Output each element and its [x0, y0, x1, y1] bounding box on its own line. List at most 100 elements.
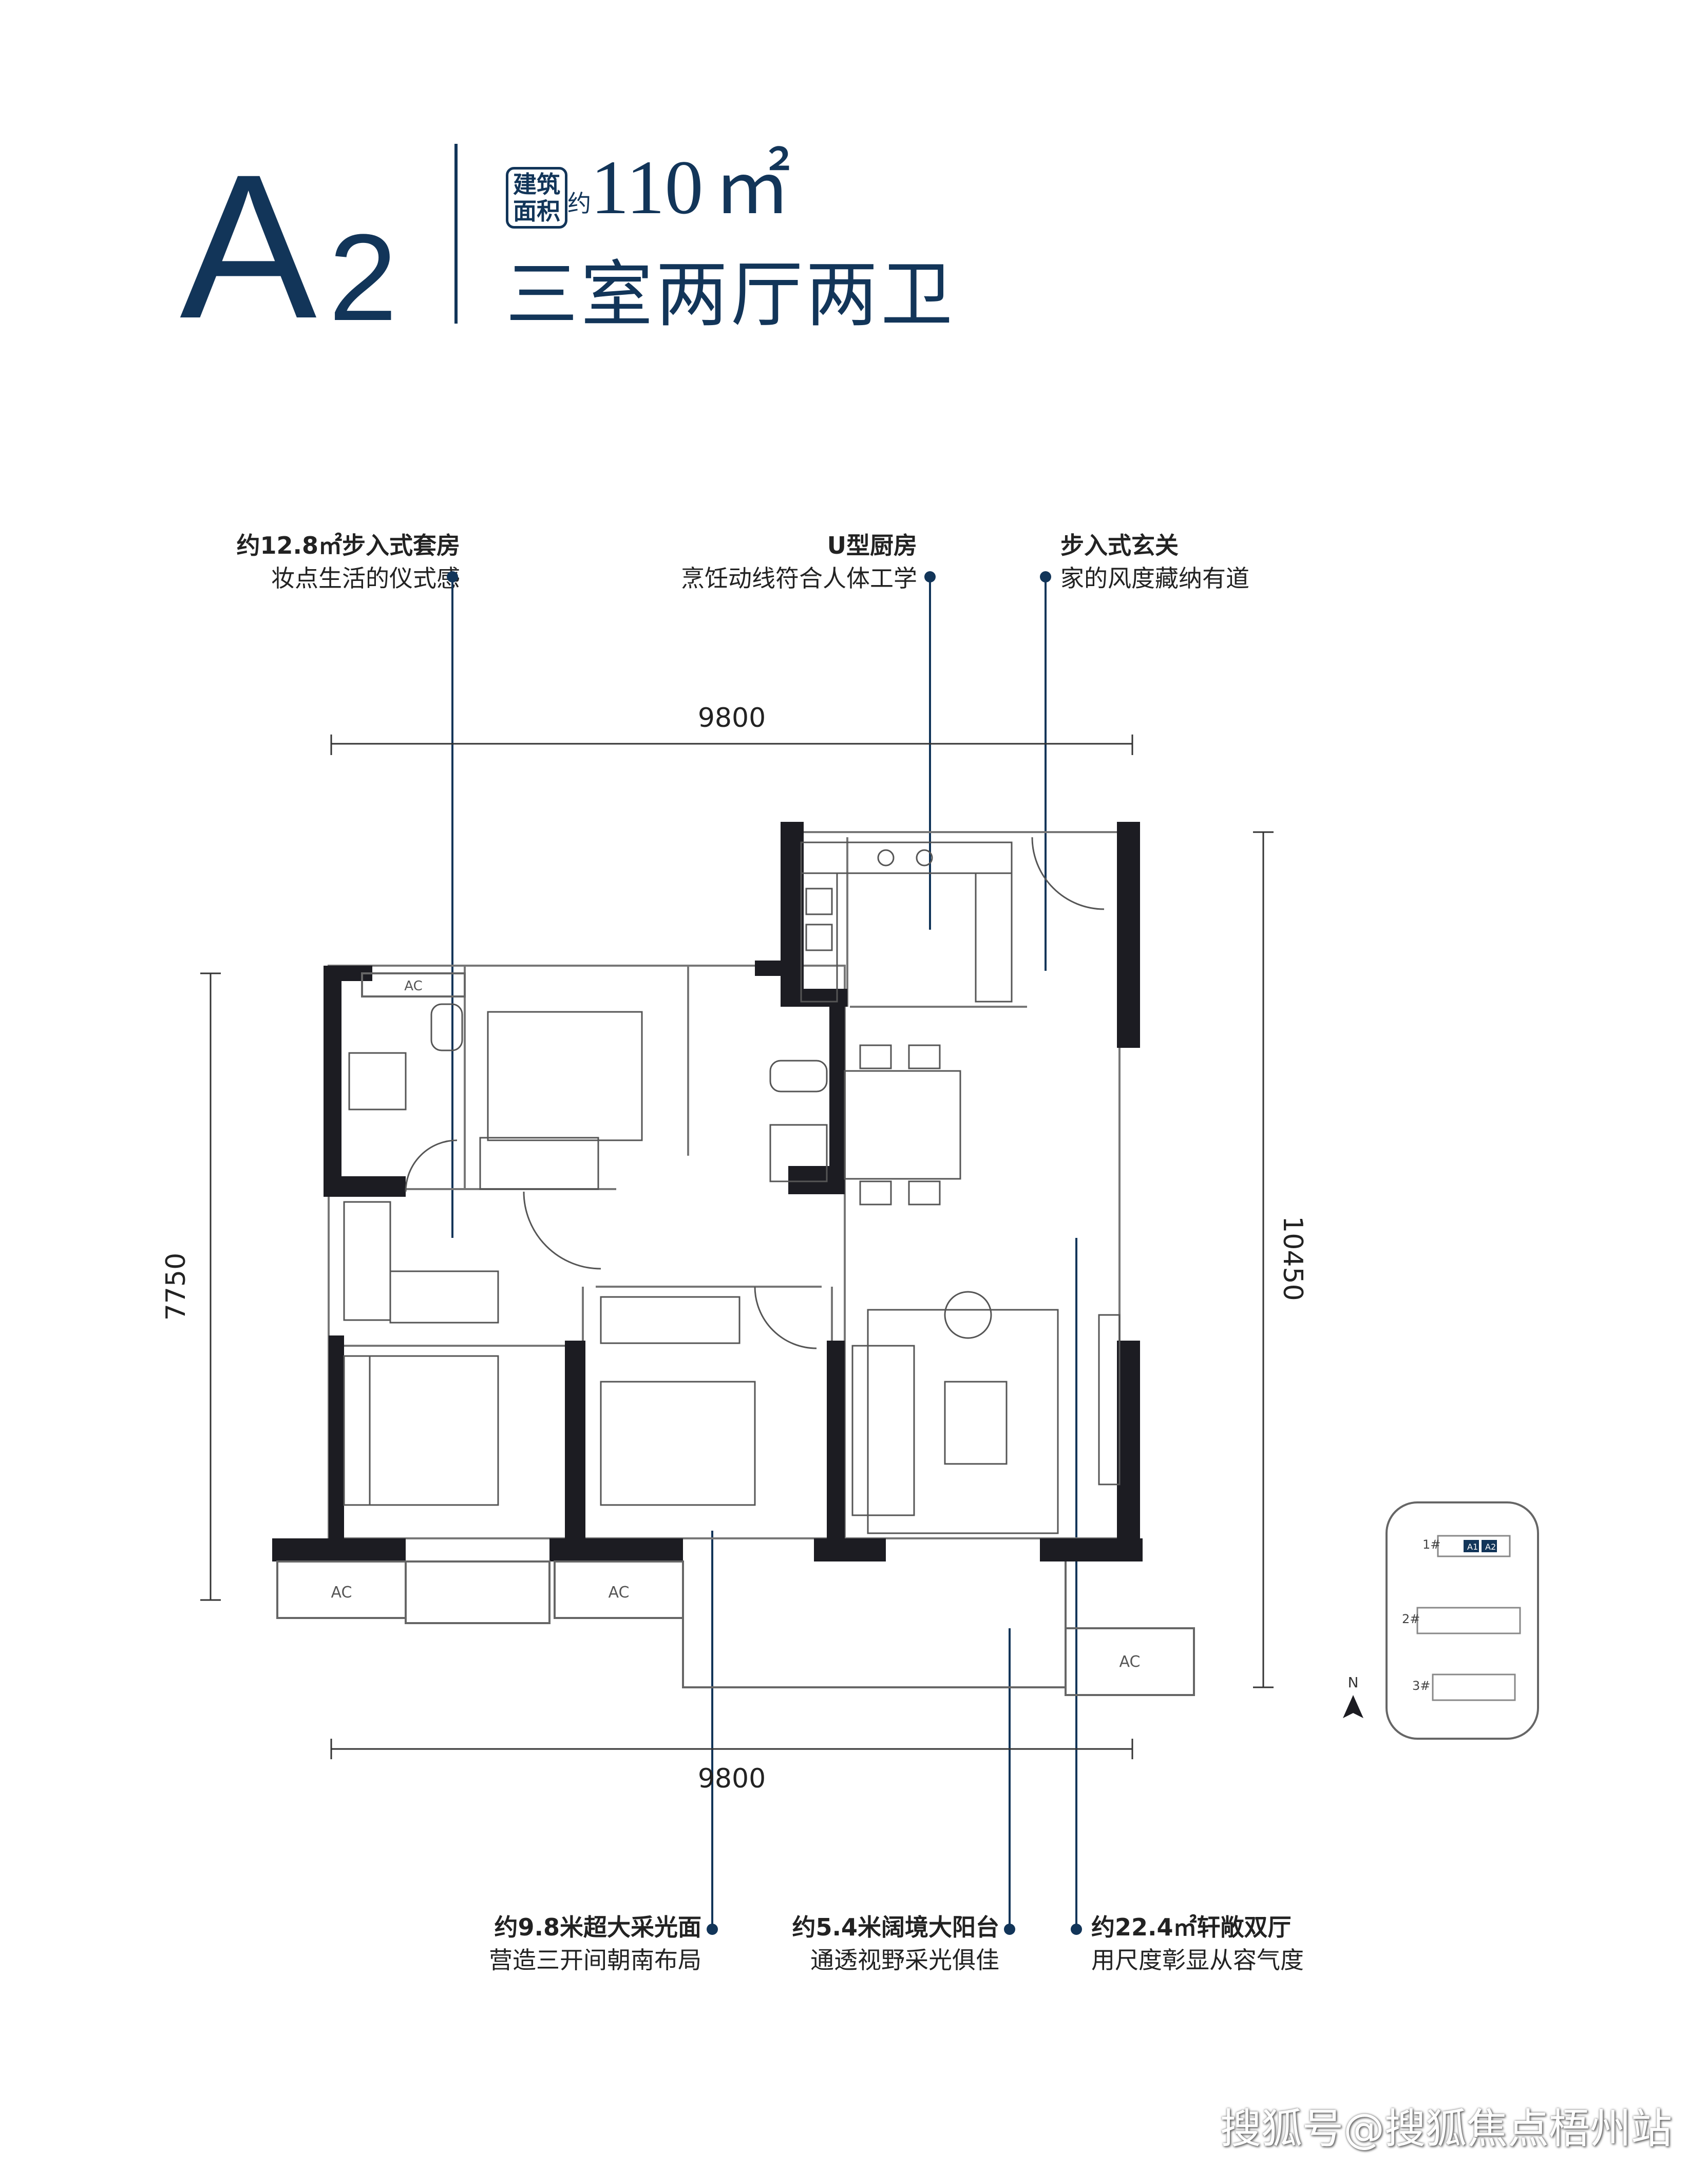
feature-kitchen-title: U型厨房	[827, 532, 917, 559]
dim-bottom-label: 9800	[698, 1763, 766, 1794]
living-rug	[867, 1309, 1059, 1534]
door-swing-entrance	[1031, 837, 1105, 910]
interior-walls	[328, 831, 1121, 1539]
area-approx: 约	[567, 190, 591, 217]
feature-suite-dot	[447, 571, 458, 582]
wall-e2	[1117, 822, 1140, 1048]
armchair	[944, 1291, 992, 1339]
watermark: 搜狐号@搜狐焦点梧州站	[1220, 2105, 1672, 2153]
bed-bedroom2	[487, 1011, 643, 1141]
dimension-lines	[200, 735, 1274, 1759]
toilet-bath2	[769, 1060, 828, 1093]
key-unit-a1	[1464, 1540, 1479, 1552]
feature-daylight-desc: 营造三开间朝南布局	[489, 1946, 701, 1974]
ac-label-3: AC	[1119, 1653, 1141, 1671]
feature-living-leader	[1075, 1238, 1077, 1926]
feature-entrance-title: 步入式玄关	[1060, 532, 1179, 559]
key-label-2: 2#	[1402, 1612, 1420, 1626]
wall-w3	[324, 1176, 406, 1197]
layout-name: 三室两厅两卫	[506, 253, 956, 337]
key-label-a1: A1	[1467, 1542, 1478, 1552]
compass-label: N	[1348, 1674, 1359, 1691]
feature-balcony: 约5.4米阔境大阳台 通透视野采光俱佳	[640, 1911, 1000, 1977]
key-building-1	[1437, 1535, 1511, 1557]
ac-label-1: AC	[331, 1584, 352, 1602]
bed-bedroom1	[343, 1355, 499, 1506]
feature-balcony-leader	[1009, 1628, 1011, 1926]
key-plan: 1# 2# 3# A1 A2	[1386, 1501, 1539, 1740]
balcony	[276, 972, 1195, 1696]
wall-outline-east	[781, 831, 1121, 1539]
feature-kitchen-desc: 烹饪动线符合人体工学	[681, 564, 917, 592]
feature-daylight-dot	[707, 1924, 718, 1935]
feature-living-title: 约22.4㎡轩敞双厅	[1091, 1913, 1292, 1941]
feature-entrance: 步入式玄关 家的风度藏纳有道	[1060, 529, 1420, 595]
wall-s1	[272, 1538, 406, 1561]
key-unit-a2	[1482, 1540, 1497, 1552]
feature-balcony-dot	[1004, 1924, 1015, 1935]
door-swing-2	[754, 1286, 817, 1349]
feature-kitchen: U型厨房 烹饪动线符合人体工学	[558, 529, 917, 595]
feature-daylight-leader	[711, 1531, 713, 1926]
feature-kitchen-dot	[924, 571, 936, 582]
feature-suite-title: 约12.8㎡步入式套房	[236, 532, 461, 559]
dining-table	[844, 1070, 961, 1180]
door-swing-3	[405, 1139, 458, 1192]
wall-w1	[324, 966, 341, 1192]
key-label-1: 1#	[1422, 1537, 1440, 1552]
compass-icon: N	[1343, 1674, 1363, 1718]
wall-s3	[814, 1538, 886, 1561]
feature-suite-desc: 妆点生活的仪式感	[271, 564, 460, 592]
key-plan-frame	[1386, 1501, 1539, 1740]
ac-unit-2	[554, 1560, 684, 1619]
tv-cabinet	[1098, 1314, 1121, 1485]
feature-living-desc: 用尺度彰显从容气度	[1091, 1946, 1304, 1974]
feature-suite-leader	[451, 580, 453, 1238]
key-label-3: 3#	[1412, 1679, 1430, 1693]
area-badge: 建筑 面积	[506, 167, 567, 229]
ac-label-2: AC	[609, 1584, 630, 1602]
kitchen-counter-north	[800, 841, 1013, 874]
bed-bedroom1-head	[343, 1355, 371, 1506]
area-unit: ㎡	[714, 145, 791, 230]
key-label-a2: A2	[1485, 1542, 1496, 1552]
feature-kitchen-leader	[929, 580, 931, 930]
feature-suite: 约12.8㎡步入式套房 妆点生活的仪式感	[101, 529, 461, 595]
compass-arrow	[1343, 1695, 1363, 1718]
area-value: 110	[591, 145, 704, 230]
sofa	[851, 1345, 915, 1516]
sink-1	[805, 888, 833, 915]
basin-bath1	[348, 1052, 407, 1111]
furniture	[343, 837, 1121, 1534]
wall-outline-west	[328, 965, 846, 1539]
feature-living: 约22.4㎡轩敞双厅 用尺度彰显从容气度	[1091, 1911, 1451, 1977]
dim-top-label: 9800	[698, 703, 766, 733]
feature-daylight: 约9.8米超大采光面 营造三开间朝南布局	[342, 1911, 701, 1977]
dim-left-label: 7750	[161, 1253, 192, 1321]
feature-entrance-desc: 家的风度藏纳有道	[1060, 564, 1249, 592]
structural-walls	[272, 822, 1143, 1561]
wall-bath2-north	[755, 961, 791, 976]
area-badge-line2: 面积	[513, 197, 560, 225]
feature-balcony-desc: 通透视野采光俱佳	[810, 1946, 999, 1974]
feature-entrance-dot	[1040, 571, 1051, 582]
wardrobe-1	[343, 1201, 391, 1321]
coffee-table	[944, 1381, 1008, 1465]
kitchen-counter-west	[800, 872, 838, 1003]
title-divider	[454, 144, 458, 324]
wardrobe-3	[479, 1137, 599, 1190]
feature-living-dot	[1071, 1924, 1082, 1935]
ac-unit-4	[361, 972, 466, 998]
wall-living-west-thick	[827, 1341, 845, 1549]
sink-2	[805, 924, 833, 951]
unit-type-letter: A	[180, 131, 317, 361]
key-building-2	[1416, 1607, 1521, 1634]
unit-type-number: 2	[329, 209, 397, 346]
stove-burner-1	[877, 849, 895, 867]
basin-bath2	[769, 1124, 828, 1182]
wardrobe-4	[600, 1296, 741, 1344]
toilet-bath1	[430, 1003, 463, 1051]
chair-4	[908, 1180, 941, 1206]
bed-bedroom3	[600, 1381, 756, 1506]
kitchen-counter-east	[975, 872, 1013, 1003]
